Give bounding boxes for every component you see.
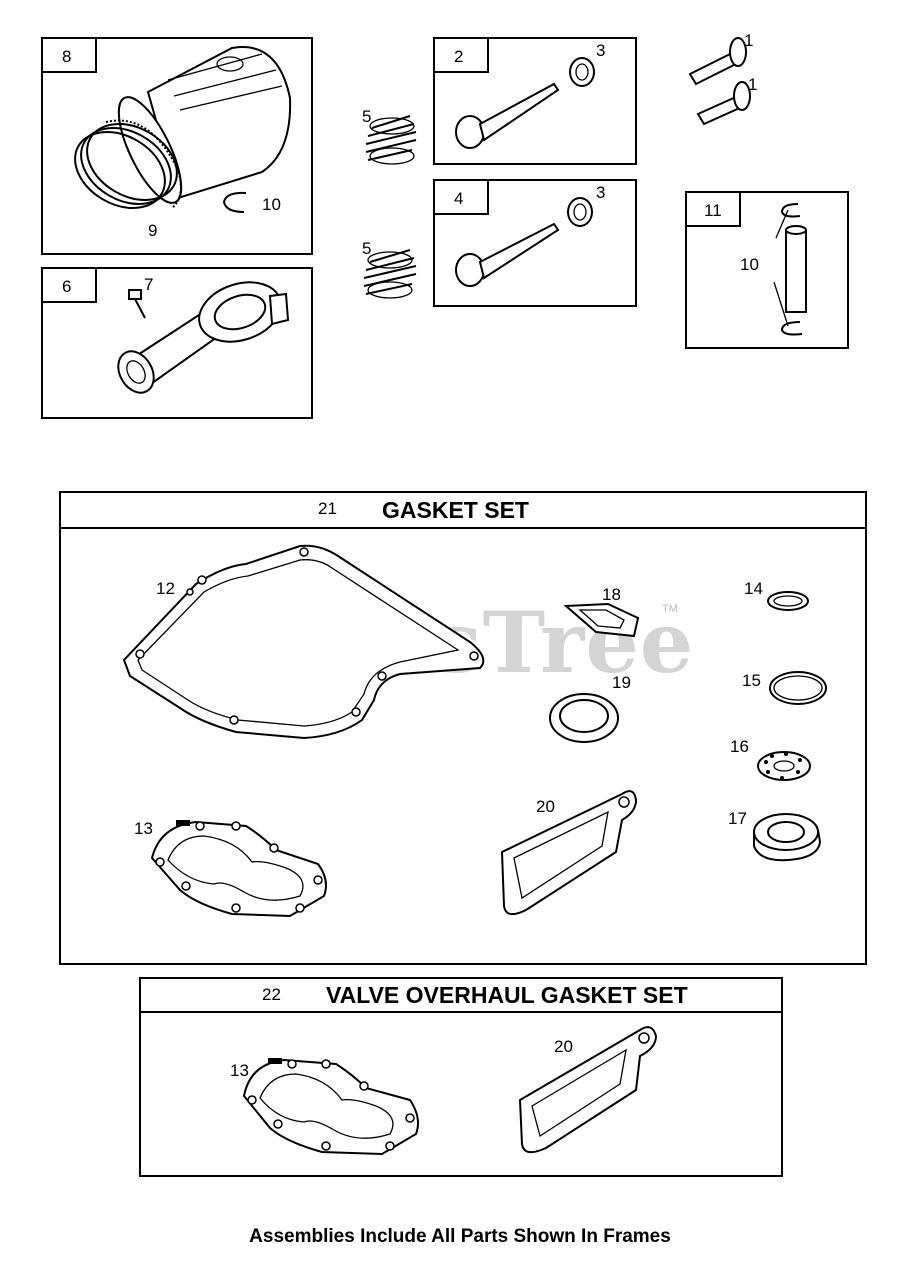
watermark-trademark: TM xyxy=(662,603,678,615)
gasket-set-frame: 21 GASKET SET 12 18 19 xyxy=(59,491,867,965)
frame-4-valve: 4 3 xyxy=(433,179,637,307)
part-label-16: 16 xyxy=(730,737,749,756)
part-label-14: 14 xyxy=(744,579,763,598)
cylinder-head-gasket-illustration xyxy=(150,820,327,918)
part-label-1-top: 1 xyxy=(744,31,753,50)
valve-lifter-bottom xyxy=(696,81,751,126)
frame-8-piston-assembly: 8 10 9 xyxy=(41,37,313,255)
gasket-set-title: GASKET SET xyxy=(382,497,529,523)
bearing-17-illustration xyxy=(753,813,822,862)
part-label-20-valve-set: 20 xyxy=(554,1037,573,1056)
part-label-1-bottom: 1 xyxy=(748,75,757,94)
part-label-19: 19 xyxy=(612,673,631,692)
part-label-20: 20 xyxy=(536,797,555,816)
part-label-7: 7 xyxy=(144,275,153,294)
part-label-15: 15 xyxy=(742,671,761,690)
part-label-13: 13 xyxy=(134,819,153,838)
crankcase-gasket-illustration xyxy=(122,544,485,740)
connecting-rod-illustration xyxy=(117,281,290,394)
piston-rings-illustration xyxy=(74,119,182,209)
part-label-17: 17 xyxy=(728,809,747,828)
frame-8-number: 8 xyxy=(62,47,71,66)
part-label-18: 18 xyxy=(602,585,621,604)
frame-11-piston-pin: 11 10 xyxy=(685,191,849,349)
frame-2-valve: 2 3 xyxy=(433,37,637,165)
valve-set-number: 22 xyxy=(262,985,281,1004)
footer-caption: Assemblies Include All Parts Shown In Fr… xyxy=(249,1226,671,1247)
seal-ring-14-illustration xyxy=(767,591,809,611)
part-label-13-valve-set: 13 xyxy=(230,1061,249,1080)
part-label-10-frame-11: 10 xyxy=(740,255,759,274)
part-label-10: 10 xyxy=(262,195,281,214)
valve-lifter-top xyxy=(688,37,747,86)
piston-pin-retainer-icon xyxy=(222,191,247,213)
gasket-set-number: 21 xyxy=(318,499,337,518)
piston-pin-illustration xyxy=(773,203,807,336)
valve-spring-bottom xyxy=(363,249,417,299)
breather-gasket-illustration xyxy=(518,1026,658,1154)
oil-seal-illustration xyxy=(549,693,619,743)
bearing-16-illustration xyxy=(757,751,811,781)
part-label-3-frame-2: 3 xyxy=(596,41,605,60)
part-label-9: 9 xyxy=(148,221,157,240)
valve-overhaul-gasket-set-frame: 22 VALVE OVERHAUL GASKET SET 13 20 xyxy=(139,977,783,1177)
valve-keeper-icon xyxy=(569,57,595,87)
cylinder-head-gasket-illustration xyxy=(242,1058,419,1156)
valve-illustration xyxy=(455,82,560,149)
breather-gasket-illustration xyxy=(500,790,638,916)
valve-keeper-icon xyxy=(567,197,593,227)
frame-2-number: 2 xyxy=(454,47,463,66)
valve-spring-top xyxy=(365,115,417,165)
valve-set-title: VALVE OVERHAUL GASKET SET xyxy=(326,982,688,1008)
frame-6-connecting-rod: 6 7 xyxy=(41,267,313,419)
valve-illustration xyxy=(455,222,560,287)
part-label-5-top: 5 xyxy=(362,107,371,126)
piston-illustration xyxy=(117,46,292,204)
frame-11-number: 11 xyxy=(704,201,722,220)
exhaust-gasket-illustration xyxy=(563,602,640,638)
part-label-3-frame-4: 3 xyxy=(596,183,605,202)
part-label-5-bottom: 5 xyxy=(362,239,371,258)
seal-ring-15-illustration xyxy=(769,671,827,705)
part-label-12: 12 xyxy=(156,579,175,598)
rod-bolt-icon xyxy=(128,289,146,319)
frame-4-number: 4 xyxy=(454,189,463,208)
frame-6-number: 6 xyxy=(62,277,71,296)
